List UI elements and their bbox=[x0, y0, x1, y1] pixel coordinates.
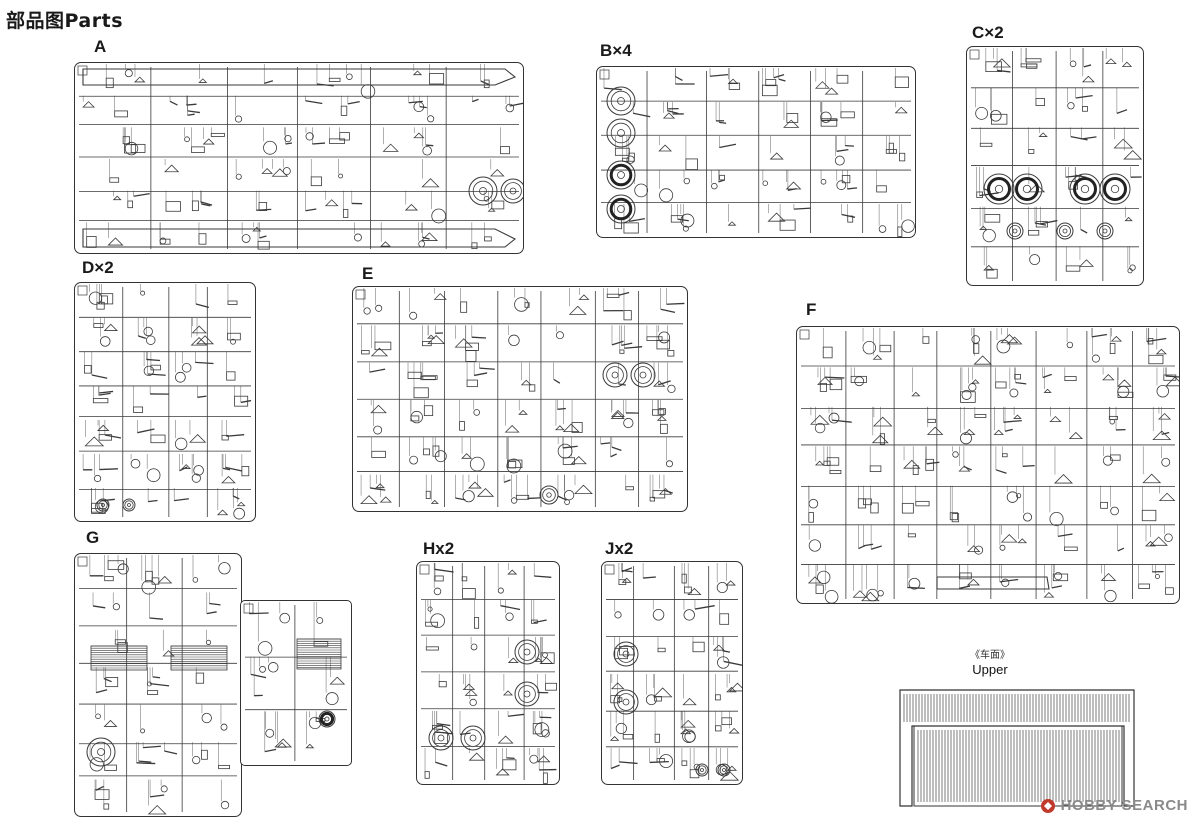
sp-a-drawing bbox=[77, 64, 523, 250]
page-title: 部品图Parts bbox=[6, 10, 123, 32]
sp-j-drawing bbox=[604, 563, 742, 781]
sprue-f bbox=[796, 326, 1180, 604]
hobby-search-watermark: HOBBY SEARCH bbox=[1040, 797, 1188, 814]
sprue-label-e: E bbox=[362, 264, 374, 283]
sprue-a bbox=[74, 62, 524, 254]
sprue-g-extension bbox=[240, 600, 352, 766]
sp-g2-drawing bbox=[243, 602, 347, 761]
sprue-h bbox=[416, 561, 560, 785]
upper-caption-cn: 《车面》 bbox=[970, 650, 1010, 661]
sprue-e bbox=[352, 286, 688, 512]
watermark-text: HOBBY SEARCH bbox=[1060, 797, 1188, 814]
sprue-j bbox=[601, 561, 743, 785]
sp-d-drawing bbox=[77, 284, 252, 520]
sprue-d bbox=[74, 282, 256, 522]
upper-caption: 《车面》 Upper bbox=[940, 646, 1040, 677]
sprue-label-f: F bbox=[806, 300, 817, 319]
sprue-label-c: C×2 bbox=[972, 23, 1004, 42]
sprue-label-b: B×4 bbox=[600, 41, 632, 60]
hobby-search-logo-icon bbox=[1040, 798, 1055, 813]
sprue-label-a: A bbox=[94, 37, 107, 56]
sp-f-drawing bbox=[799, 328, 1179, 603]
sprue-label-d: D×2 bbox=[82, 258, 114, 277]
upper-caption-en: Upper bbox=[972, 662, 1008, 677]
sprue-label-h: Hx2 bbox=[423, 539, 455, 558]
sp-e-drawing bbox=[355, 288, 685, 507]
sprue-g bbox=[74, 553, 242, 817]
upper-hull-part bbox=[899, 689, 1135, 807]
sp-h-drawing bbox=[419, 563, 557, 784]
sprue-label-j: Jx2 bbox=[605, 539, 634, 558]
sp-b-drawing bbox=[599, 68, 915, 237]
sp-c-drawing bbox=[969, 48, 1143, 281]
sprue-b bbox=[596, 66, 916, 238]
sp-g-drawing bbox=[77, 555, 237, 815]
sprue-label-g: G bbox=[86, 528, 100, 547]
sprue-c bbox=[966, 46, 1144, 286]
